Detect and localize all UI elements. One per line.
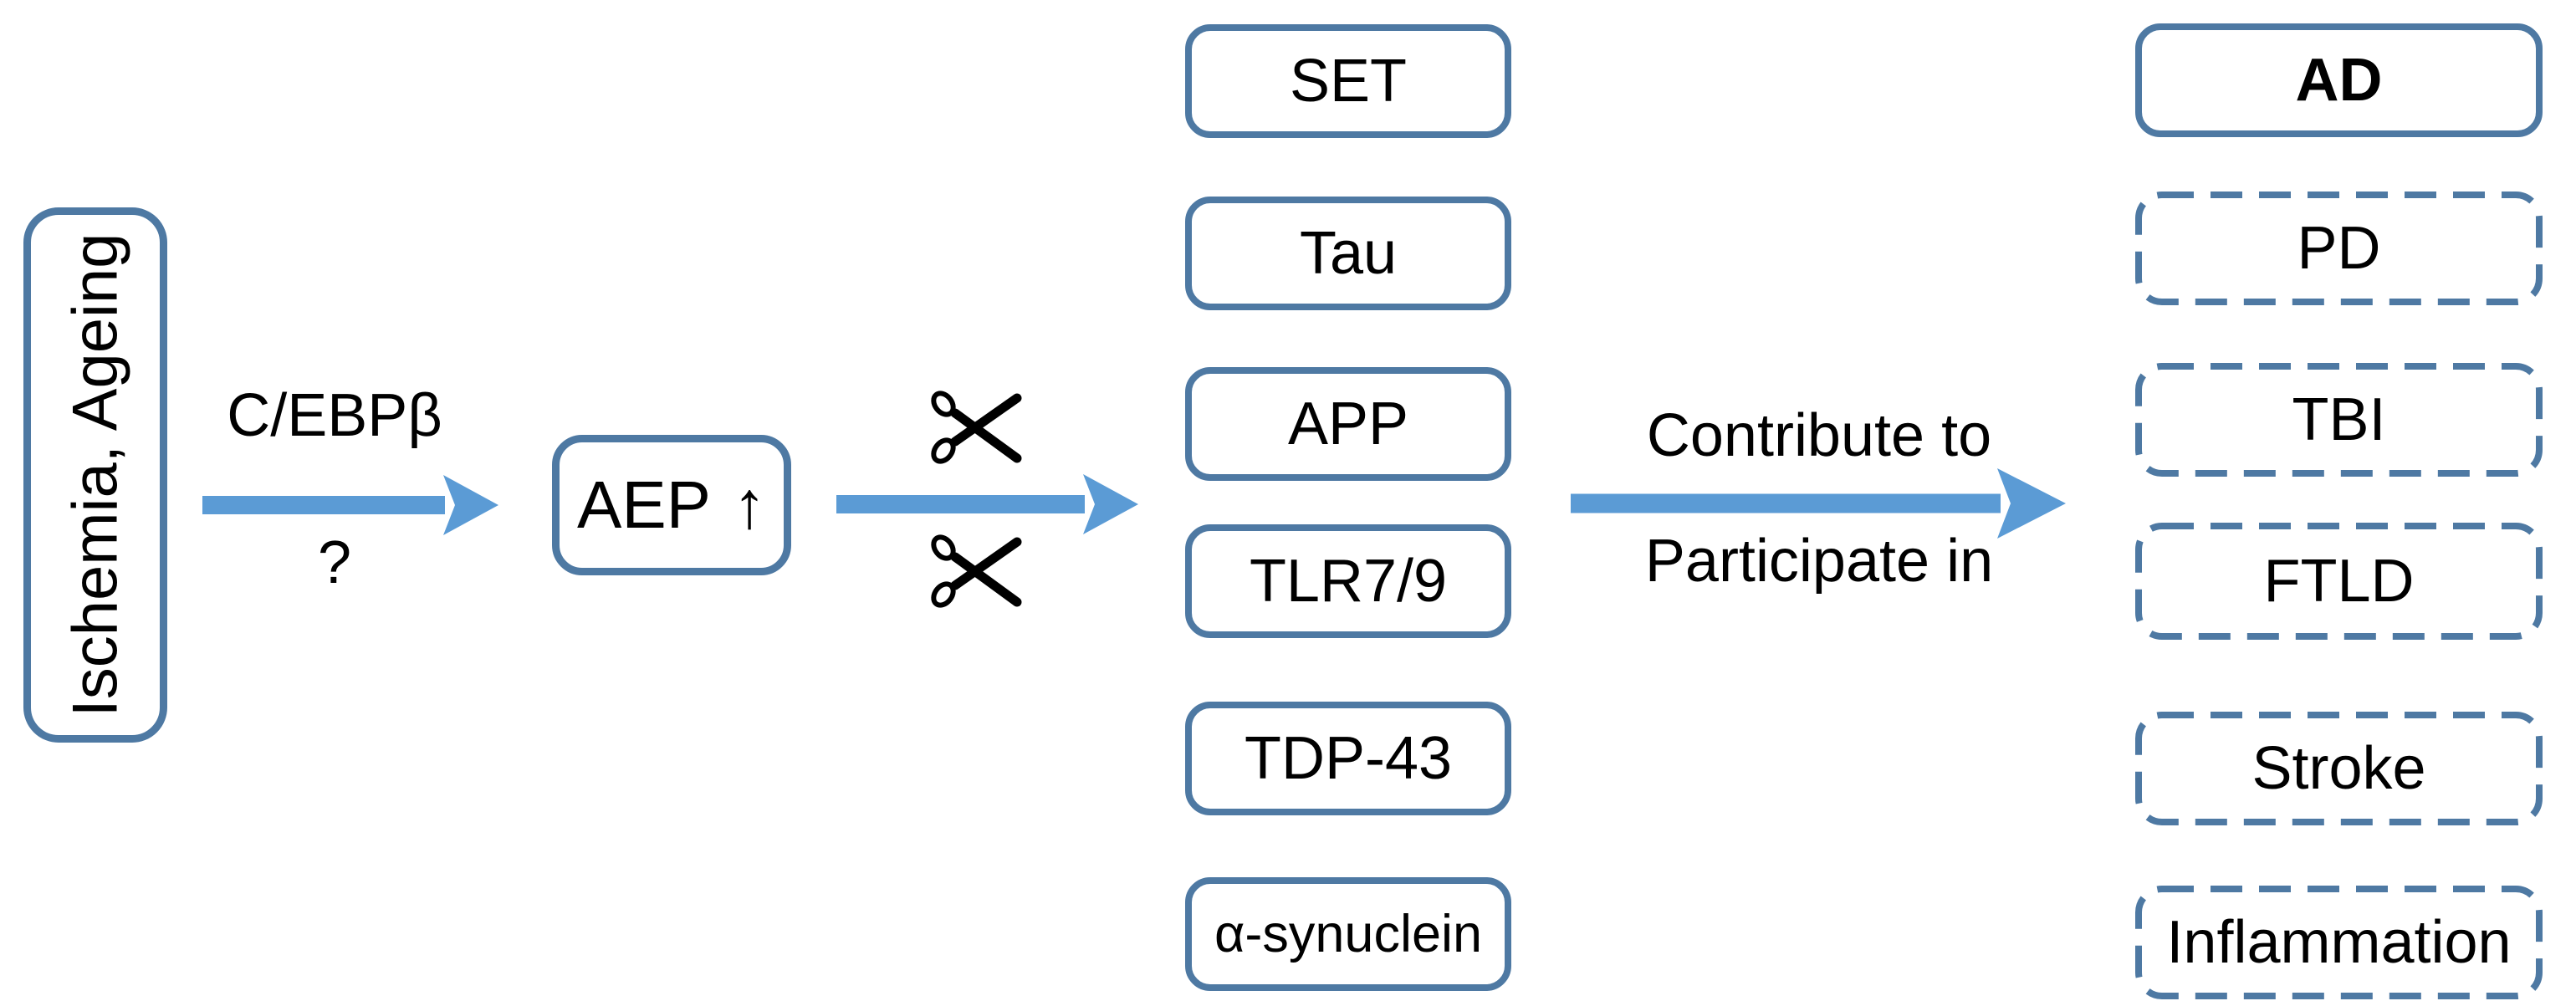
disease-box-ftld: FTLD <box>2135 523 2543 640</box>
dashed-border <box>2135 363 2543 477</box>
dashed-border <box>2135 712 2543 825</box>
scissors-icon-bottom <box>931 534 1022 608</box>
ischemia-ageing-box: Ischemia, Ageing <box>23 207 167 743</box>
substrate-box-tdp43: TDP-43 <box>1185 702 1511 815</box>
aep-box: AEP ↑ <box>552 435 791 575</box>
dashed-border <box>2135 523 2543 640</box>
disease-box-pd: PD <box>2135 192 2543 305</box>
disease-label: PD <box>2297 215 2381 282</box>
substrate-label: Tau <box>1299 220 1398 287</box>
substrate-label: TLR7/9 <box>1249 548 1448 615</box>
disease-label: AD <box>2295 47 2383 114</box>
scissors-icon-top <box>931 391 1022 464</box>
ischemia-ageing-label: Ischemia, Ageing <box>59 232 131 718</box>
cebpb-arrow-icon <box>202 475 498 535</box>
substrate-box-app: APP <box>1185 367 1511 481</box>
participate-in-label: Participate in <box>1644 528 1994 595</box>
substrate-label: SET <box>1289 48 1408 115</box>
disease-label: Stroke <box>2251 735 2426 802</box>
disease-box-tbi: TBI <box>2135 363 2543 477</box>
aep-label: AEP <box>576 467 712 542</box>
dashed-border <box>2135 886 2543 999</box>
substrate-label: α-synuclein <box>1214 904 1483 963</box>
substrate-box-tlr79: TLR7/9 <box>1185 524 1511 638</box>
disease-box-stroke: Stroke <box>2135 712 2543 825</box>
disease-label: TBI <box>2292 386 2386 453</box>
disease-box-ad: AD <box>2135 23 2543 137</box>
disease-box-inflammation: Inflammation <box>2135 886 2543 999</box>
aep-up-arrow-icon: ↑ <box>733 467 767 542</box>
disease-label: Inflammation <box>2166 909 2512 976</box>
substrate-box-tau: Tau <box>1185 197 1511 310</box>
disease-label: FTLD <box>2263 548 2415 615</box>
substrate-label: TDP-43 <box>1244 725 1453 792</box>
substrate-box-alpha-synuclein: α-synuclein <box>1185 877 1511 991</box>
contribute-arrow-icon <box>1571 468 2066 539</box>
question-mark-label: ? <box>317 529 352 596</box>
substrate-label: APP <box>1287 391 1409 457</box>
cebpb-label: C/EBPβ <box>227 382 442 449</box>
contribute-to-label: Contribute to <box>1646 402 1992 469</box>
dashed-border <box>2135 192 2543 305</box>
cleavage-arrow-icon <box>836 474 1138 534</box>
substrate-box-set: SET <box>1185 24 1511 138</box>
